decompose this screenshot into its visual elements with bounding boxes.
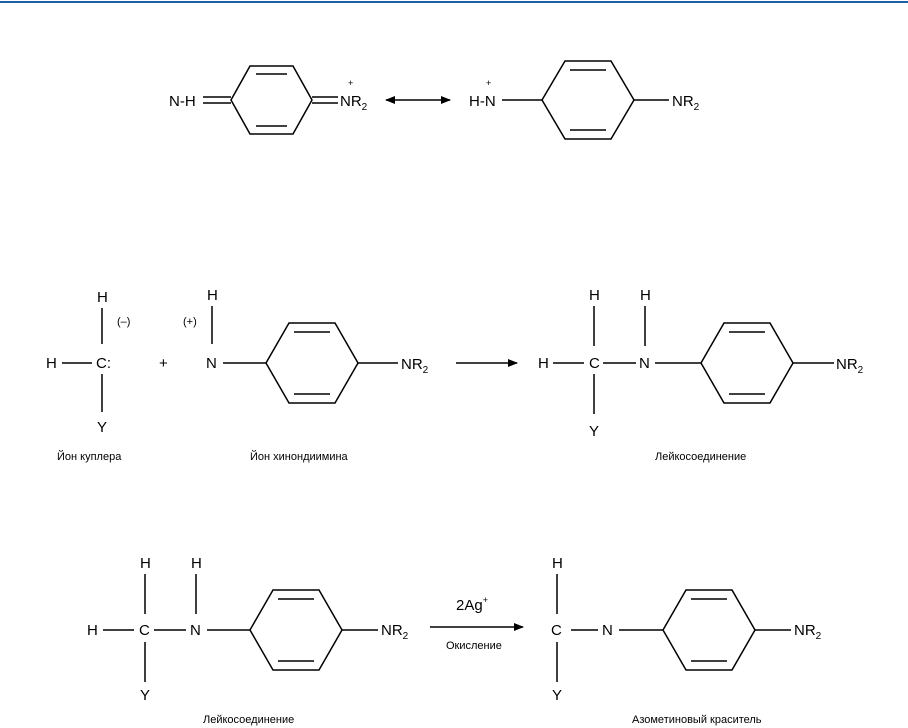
caption-quinonediimine-ion: Йон хинондиимина: [250, 450, 349, 463]
azomethine-dye: H C N Y NR2 Азометиновый краситель: [551, 555, 822, 726]
caption-azomethine-dye: Азометиновый краситель: [632, 714, 762, 726]
atom-h: H: [640, 287, 651, 304]
caption-coupler-ion: Йон куплера: [57, 450, 122, 463]
benzene-ring: [542, 61, 634, 139]
benzene-ring: [266, 323, 358, 403]
oxidation-label: Окисление: [446, 640, 502, 652]
atom-c: C:: [96, 355, 111, 372]
atom-h: H: [589, 287, 600, 304]
atom-c: C: [589, 355, 600, 372]
atom-nr2: NR2: [401, 356, 429, 376]
leuco-compound-2: H H H C N Y NR2 Лейкосоединение: [87, 555, 409, 726]
quinoid-ring: [231, 66, 312, 134]
atom-h: H: [538, 355, 549, 372]
quinonediimine-ion: H (+) N NR2 Йон хинондиимина: [183, 287, 429, 463]
atom-h: H: [140, 555, 151, 572]
benzene-ring: [663, 590, 755, 670]
atom-n: N: [206, 355, 217, 372]
positive-charge: +: [486, 78, 491, 88]
atom-h: H: [87, 622, 98, 639]
atom-n: N: [190, 622, 201, 639]
atom-y: Y: [140, 687, 150, 704]
atom-h: H: [552, 555, 563, 572]
atom-c: C: [551, 622, 562, 639]
atom-y: Y: [589, 423, 599, 440]
atom-h: H: [97, 289, 108, 306]
atom-y: Y: [552, 687, 562, 704]
negative-charge: (–): [117, 316, 130, 328]
atom-c: C: [139, 622, 150, 639]
atom-y: Y: [97, 419, 107, 436]
caption-leuco-compound-2: Лейкосоединение: [203, 714, 294, 726]
resonance-structure-benzenoid: H-N + NR2: [469, 61, 700, 139]
atom-h: H: [191, 555, 202, 572]
leuco-compound: H H H C N Y NR2 Лейкосоединение: [538, 287, 864, 463]
resonance-structure-quinoid: N-H NR2 +: [169, 66, 368, 134]
atom-hn: H-N: [469, 93, 496, 110]
oxidant-label: 2Ag+: [456, 595, 488, 614]
atom-h: H: [46, 355, 57, 372]
atom-nr2: NR2: [672, 93, 700, 113]
reaction-plus: +: [159, 355, 168, 372]
benzene-ring: [250, 590, 342, 670]
oxidation-arrow-group: 2Ag+ Окисление: [430, 595, 523, 652]
atom-nh: N-H: [169, 93, 196, 110]
atom-nr2: NR2: [836, 356, 864, 376]
caption-leuco-compound: Лейкосоединение: [655, 451, 746, 463]
atom-h: H: [207, 287, 218, 304]
positive-charge: +: [348, 78, 353, 88]
atom-nr2: NR2: [381, 622, 409, 642]
coupler-ion: H (–) H C: Y Йон куплера: [46, 289, 130, 463]
atom-nr2: NR2: [794, 622, 822, 642]
benzene-ring: [701, 323, 793, 403]
atom-n: N: [602, 622, 613, 639]
atom-nr2: NR2: [340, 93, 368, 113]
atom-n: N: [639, 355, 650, 372]
positive-charge: (+): [183, 316, 197, 328]
